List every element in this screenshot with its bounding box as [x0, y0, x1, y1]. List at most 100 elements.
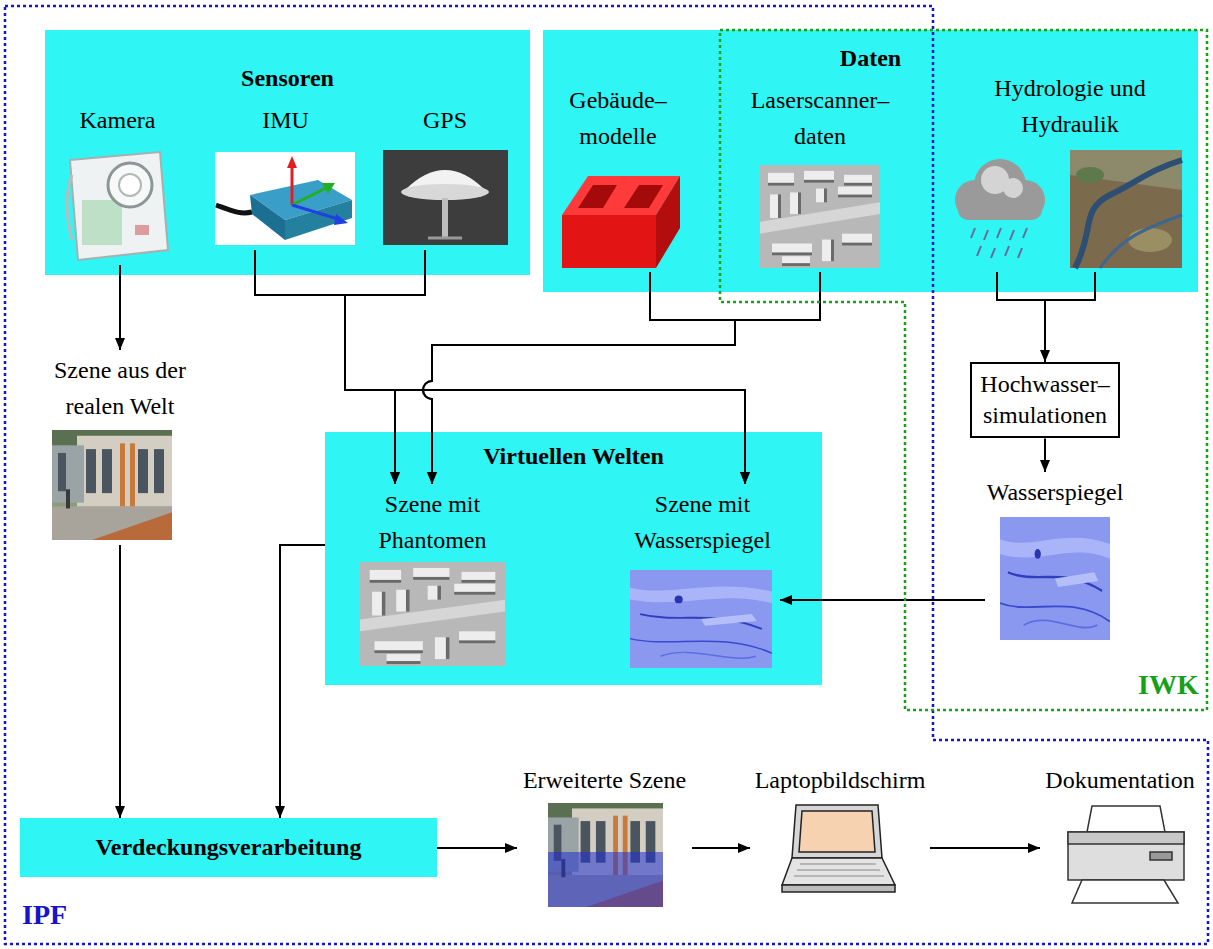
augmented-scene-item: Erweiterte Szene: [517, 762, 692, 910]
node-label: Gebäude– modelle: [553, 82, 683, 154]
data-group: DatenGebäude– modelle Laserscanner– daten…: [543, 30, 1198, 292]
gps-icon: [383, 150, 508, 245]
node-label: Hydrologie und Hydraulik: [960, 70, 1180, 142]
node-label: Szene mit Phantomen: [360, 486, 505, 558]
river-photo: [1075, 160, 1182, 268]
imu-icon: [292, 205, 338, 219]
group-title: Sensoren: [45, 60, 530, 96]
camera-icon: [82, 200, 122, 245]
laptop-icon: [799, 811, 875, 852]
region-outline: [720, 30, 1207, 710]
node-label: Laserscanner– daten: [750, 82, 890, 154]
documentation-item: Dokumentation: [1040, 762, 1200, 910]
gps-icon: [442, 198, 448, 238]
group-panel-fill: [325, 432, 822, 685]
imu-icon: [285, 200, 352, 240]
printer-icon: [1068, 806, 1184, 903]
node-label: Szene mit Wasserspiegel: [625, 486, 780, 558]
imu-icon: [215, 152, 355, 245]
camera-icon: [108, 163, 152, 207]
connector-arrow: [1044, 438, 1046, 472]
group-title: Verdeckungsverarbeitung: [20, 829, 437, 865]
node-label: Hochwasser– simulationen: [976, 369, 1114, 431]
group-title: Daten: [543, 40, 1198, 76]
building-model-icon: [562, 215, 656, 268]
laser-data-item: Laserscanner– daten: [750, 80, 890, 272]
augmented-scene-photo: [548, 803, 663, 907]
node-label: Szene aus der realen Welt: [35, 352, 205, 424]
imu-icon: [250, 195, 285, 240]
node-label: IMU: [213, 102, 358, 138]
camera-item: Kamera: [60, 100, 175, 265]
printer-icon: [1150, 852, 1172, 860]
gps-icon: [428, 237, 462, 240]
connector-arrow: [780, 599, 985, 601]
laser-data-image: [760, 165, 880, 268]
gps-icon: [383, 150, 508, 245]
imu-icon: [216, 205, 252, 213]
laptop-icon: [782, 885, 895, 892]
connector-arrow: [280, 545, 325, 818]
river-photo: [1070, 150, 1182, 268]
camera-icon: [119, 174, 141, 196]
rain-cloud-icon: [958, 200, 1042, 220]
water-level-item: Wasserspiegel: [985, 472, 1125, 642]
river-photo: [1070, 150, 1182, 268]
camera-icon: [135, 225, 149, 235]
connector-arrow: [437, 847, 517, 849]
real-scene-item: Szene aus der realen Welt: [35, 350, 205, 545]
building-model-icon: [624, 185, 663, 208]
virtual-world-group: Virtuellen WeltenSzene mit Phantomen Szen…: [325, 432, 822, 685]
rain-cloud-icon: [1003, 178, 1023, 198]
augmented-scene-photo: [548, 852, 663, 907]
imu-icon: [291, 166, 294, 205]
hydrology-item: Hydrologie und Hydraulik: [960, 68, 1180, 272]
augmented-scene-photo: [548, 803, 663, 907]
camera-icon: [70, 152, 168, 260]
phantom-scene-image: [360, 562, 505, 666]
connector-arrow: [119, 265, 121, 350]
laptop-icon: [794, 864, 884, 876]
connector-arrow: [930, 847, 1040, 849]
connector-arrow: [692, 847, 750, 849]
water-scene-image: [630, 570, 772, 668]
imu-icon: [215, 152, 355, 245]
node-label: GPS: [380, 102, 510, 138]
printer-icon: [1087, 806, 1165, 832]
gps-item: GPS: [380, 100, 510, 250]
imu-icon: [322, 183, 335, 194]
sensor-group: SensorenKamera IMU GPS: [45, 30, 530, 275]
laptop-icon: [792, 805, 882, 858]
simulation-box: Hochwasser– simulationen: [970, 362, 1120, 438]
real-scene-photo: [52, 430, 172, 540]
water-scene-item: Szene mit Wasserspiegel: [625, 484, 780, 670]
rain-cloud-icon: [981, 166, 1023, 198]
node-label: Dokumentation: [1040, 762, 1200, 798]
imu-icon: [334, 214, 348, 225]
river-photo: [1100, 215, 1182, 268]
laptop-item: Laptopbildschirm: [750, 762, 930, 905]
printer-icon: [1072, 880, 1178, 903]
group-title: Virtuellen Welten: [325, 438, 822, 474]
laptop-icon: [782, 805, 895, 892]
node-label: Laptopbildschirm: [750, 762, 930, 798]
printer-icon: [1068, 832, 1184, 844]
node-label: Erweiterte Szene: [517, 762, 692, 798]
region-label: IPF: [22, 898, 67, 932]
imu-icon: [292, 188, 326, 205]
water-level-image: [1000, 517, 1110, 640]
phantom-scene-item: Szene mit Phantomen: [360, 484, 505, 668]
laptop-icon: [782, 858, 895, 885]
building-model-icon: [562, 176, 680, 268]
imu-icon: [287, 156, 297, 168]
node-label: Kamera: [60, 102, 175, 138]
river-photo: [1128, 228, 1172, 252]
printer-icon: [1068, 832, 1184, 880]
connector-arrow: [119, 545, 121, 818]
region-outline: [5, 6, 1208, 944]
building-model-item: Gebäude– modelle: [553, 80, 683, 272]
node-label: Wasserspiegel: [985, 474, 1125, 510]
building-model-icon: [578, 185, 617, 208]
imu-item: IMU: [213, 100, 358, 250]
